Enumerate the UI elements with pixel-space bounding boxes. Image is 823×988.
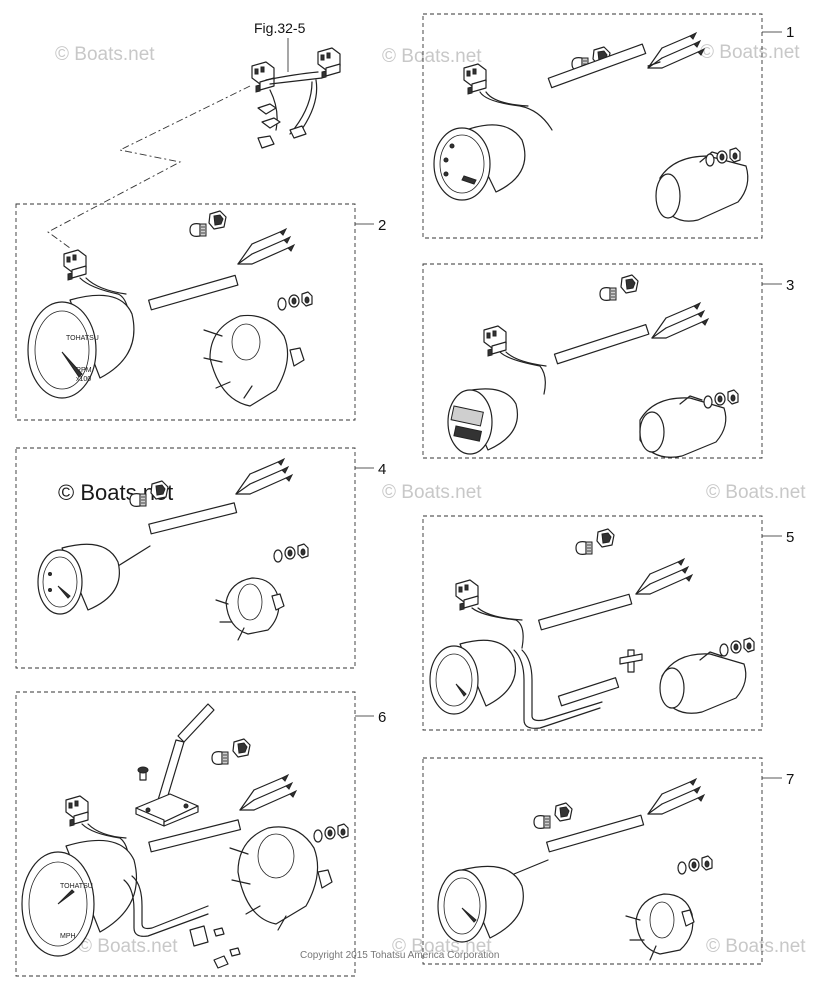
figure-reference: Fig.32-5 (254, 20, 306, 36)
part-1-frame (422, 13, 763, 239)
watermark: © Boats.net (700, 42, 800, 63)
part-2-tachometer-assembly: 2 TOHATSU RPM x100 (15, 203, 386, 421)
part-3-frame (422, 263, 763, 459)
watermark: © Boats.net (382, 46, 482, 67)
part-4-gauge-assembly: 4 (15, 447, 386, 669)
part-6-frame (15, 691, 356, 977)
callout-3: 3 (786, 277, 794, 294)
callout-7: 7 (786, 771, 794, 788)
watermark: © Boats.net (55, 44, 155, 65)
callout-1: 1 (786, 24, 794, 41)
part-5-frame (422, 515, 763, 731)
part-3-gauge-assembly: 3 (422, 263, 794, 459)
leader-line (47, 85, 251, 249)
part-6-speedometer-assembly: 6 TOHATSU MPH (15, 691, 386, 977)
gauge-face-mph: MPH (60, 933, 76, 940)
gauge-face-brand: TOHATSU (66, 335, 99, 342)
wire-harness: Fig.32-5 (251, 20, 341, 149)
part-5-gauge-assembly: 5 (422, 515, 794, 731)
gauge-face-scale: x100 (76, 376, 91, 383)
copyright-notice: Copyright 2015 Tohatsu America Corporati… (300, 950, 499, 961)
part-7-frame (422, 757, 763, 965)
watermark: © Boats.net (382, 482, 482, 503)
callout-5: 5 (786, 529, 794, 546)
gauge-face-brand: TOHATSU (60, 883, 93, 890)
gauge-face-rpm: RPM (76, 367, 92, 374)
watermarks: © Boats.net © Boats.net © Boats.net © Bo… (55, 42, 806, 957)
callout-6: 6 (378, 709, 386, 726)
part-1-gauge-assembly: 1 (422, 13, 794, 239)
callout-2: 2 (378, 217, 386, 234)
callout-4: 4 (378, 461, 386, 478)
part-2-frame (15, 203, 356, 421)
part-7-gauge-assembly: 7 (422, 757, 794, 965)
watermark: © Boats.net (706, 936, 806, 957)
watermark: © Boats.net (78, 936, 178, 957)
part-4-frame (15, 447, 356, 669)
watermark: © Boats.net (706, 482, 806, 503)
